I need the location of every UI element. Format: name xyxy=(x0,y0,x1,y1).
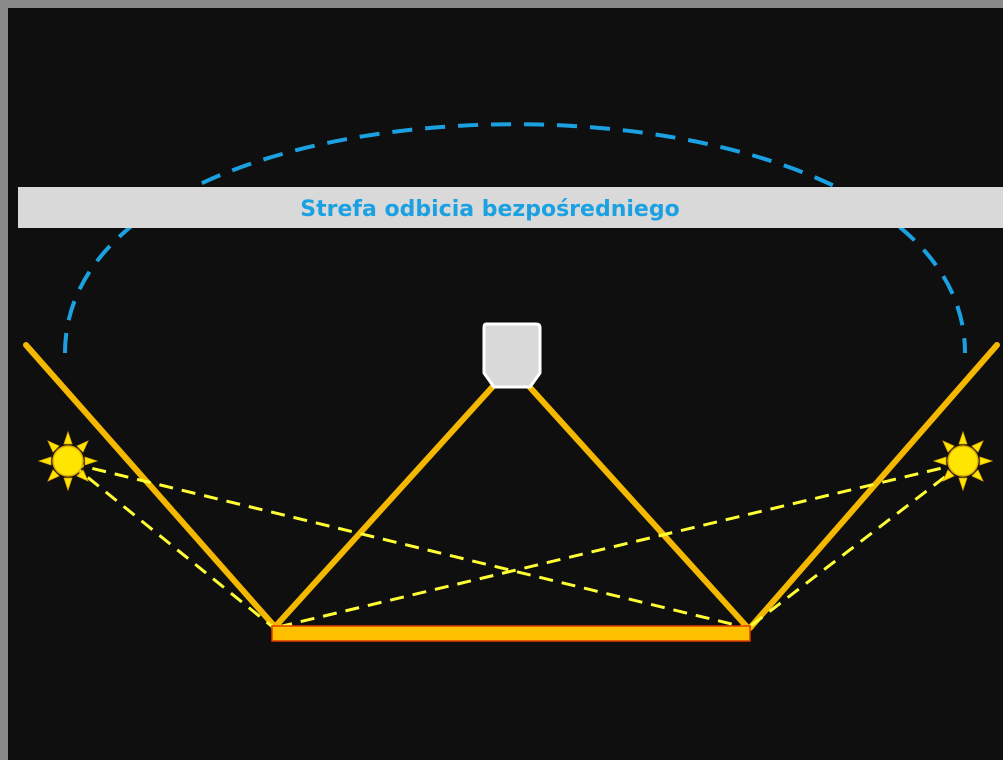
viewer-icon xyxy=(482,322,542,389)
zone-label-band xyxy=(18,187,1003,228)
left-outer-beam xyxy=(23,342,279,631)
left-light-ray-far xyxy=(69,461,749,630)
right-outer-beam xyxy=(747,342,1000,631)
left-inner-beam xyxy=(271,380,499,631)
right-light-ray-far xyxy=(273,461,964,630)
right-light-ray-near xyxy=(747,461,964,630)
left-light-ray-near xyxy=(69,461,275,630)
reflection-zone-arc xyxy=(63,122,967,354)
diagram-canvas: Strefa odbicia bezpośredniego xyxy=(8,8,1003,760)
right-inner-beam xyxy=(523,380,751,631)
right-sun-icon xyxy=(932,430,994,492)
zone-label: Strefa odbicia bezpośredniego xyxy=(300,197,679,222)
left-sun-icon xyxy=(37,430,99,492)
reflection-diagram: Strefa odbicia bezpośredniego xyxy=(18,122,1003,642)
reflective-surface xyxy=(271,625,751,642)
